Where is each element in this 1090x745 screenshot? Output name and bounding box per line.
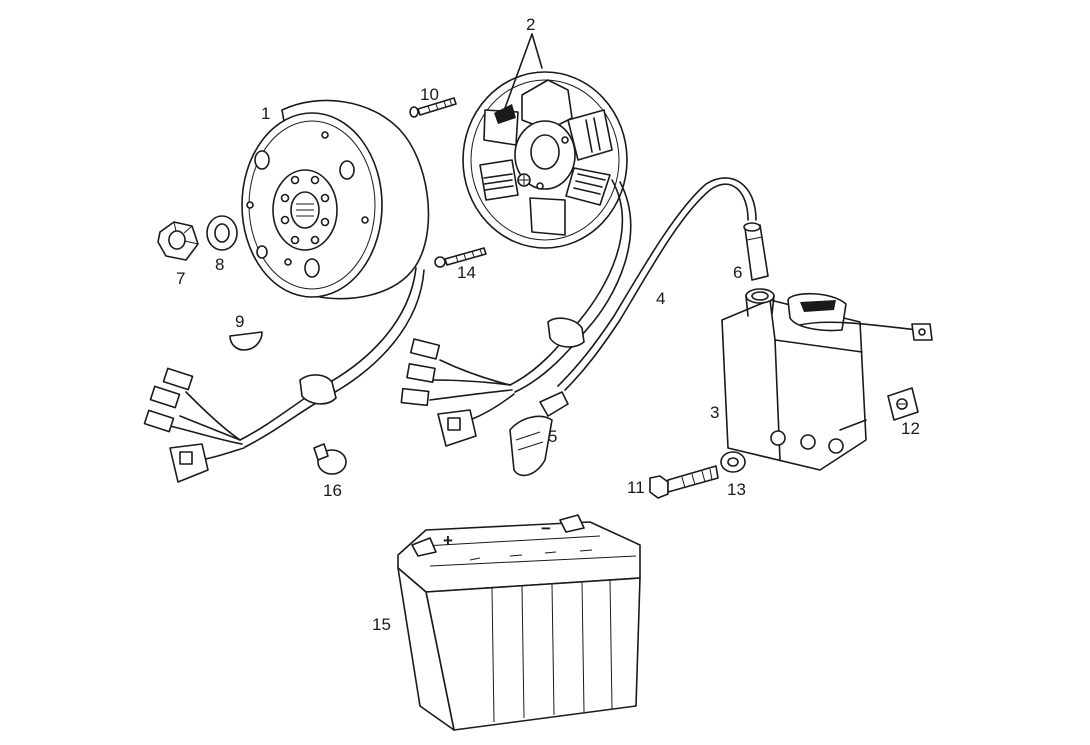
lead-cap xyxy=(743,222,769,281)
label-cable-clamp: 16 xyxy=(323,481,342,500)
label-washer-coil: 13 xyxy=(727,480,746,499)
ht-lead xyxy=(564,183,749,391)
battery-positive-terminal-mark: + xyxy=(443,531,453,550)
flywheel xyxy=(241,99,430,300)
label-stator: 2 xyxy=(526,15,535,34)
ignition-coil xyxy=(721,288,933,471)
stator-wiring-harness xyxy=(400,179,632,447)
label-woodruff-key: 9 xyxy=(235,312,244,331)
label-nut: 7 xyxy=(176,269,185,288)
washer-flywheel xyxy=(206,215,238,251)
ht-lead-outer xyxy=(557,177,757,387)
label-battery: 15 xyxy=(372,615,391,634)
label-screw-stator: 10 xyxy=(420,85,439,104)
label-lead-cap: 6 xyxy=(733,263,742,282)
label-ignition-coil: 3 xyxy=(710,403,719,422)
label-clip: 12 xyxy=(901,419,920,438)
label-bolt-coil: 11 xyxy=(627,478,645,497)
bolt-coil xyxy=(649,465,719,499)
washer-coil xyxy=(720,451,746,473)
stator-leader-lines xyxy=(504,33,543,109)
nut xyxy=(157,221,199,261)
spark-plug-cap xyxy=(509,391,569,477)
stator xyxy=(462,71,628,249)
clip xyxy=(887,387,919,421)
part-labels: 1 2 3 4 5 6 7 8 9 10 11 12 13 14 15 16 +… xyxy=(176,15,920,634)
label-spark-plug-cap: 5 xyxy=(548,427,557,446)
label-washer-flywheel: 8 xyxy=(215,255,224,274)
screw-harness xyxy=(434,247,487,268)
battery xyxy=(397,514,641,731)
screw-stator xyxy=(409,97,457,118)
label-flywheel: 1 xyxy=(261,104,270,123)
label-screw-harness: 14 xyxy=(457,263,476,282)
woodruff-key xyxy=(229,331,263,351)
battery-negative-terminal-mark: − xyxy=(541,519,551,538)
flywheel-wiring-harness xyxy=(143,267,425,483)
label-ht-lead: 4 xyxy=(656,289,665,308)
cable-clamp xyxy=(313,443,347,475)
